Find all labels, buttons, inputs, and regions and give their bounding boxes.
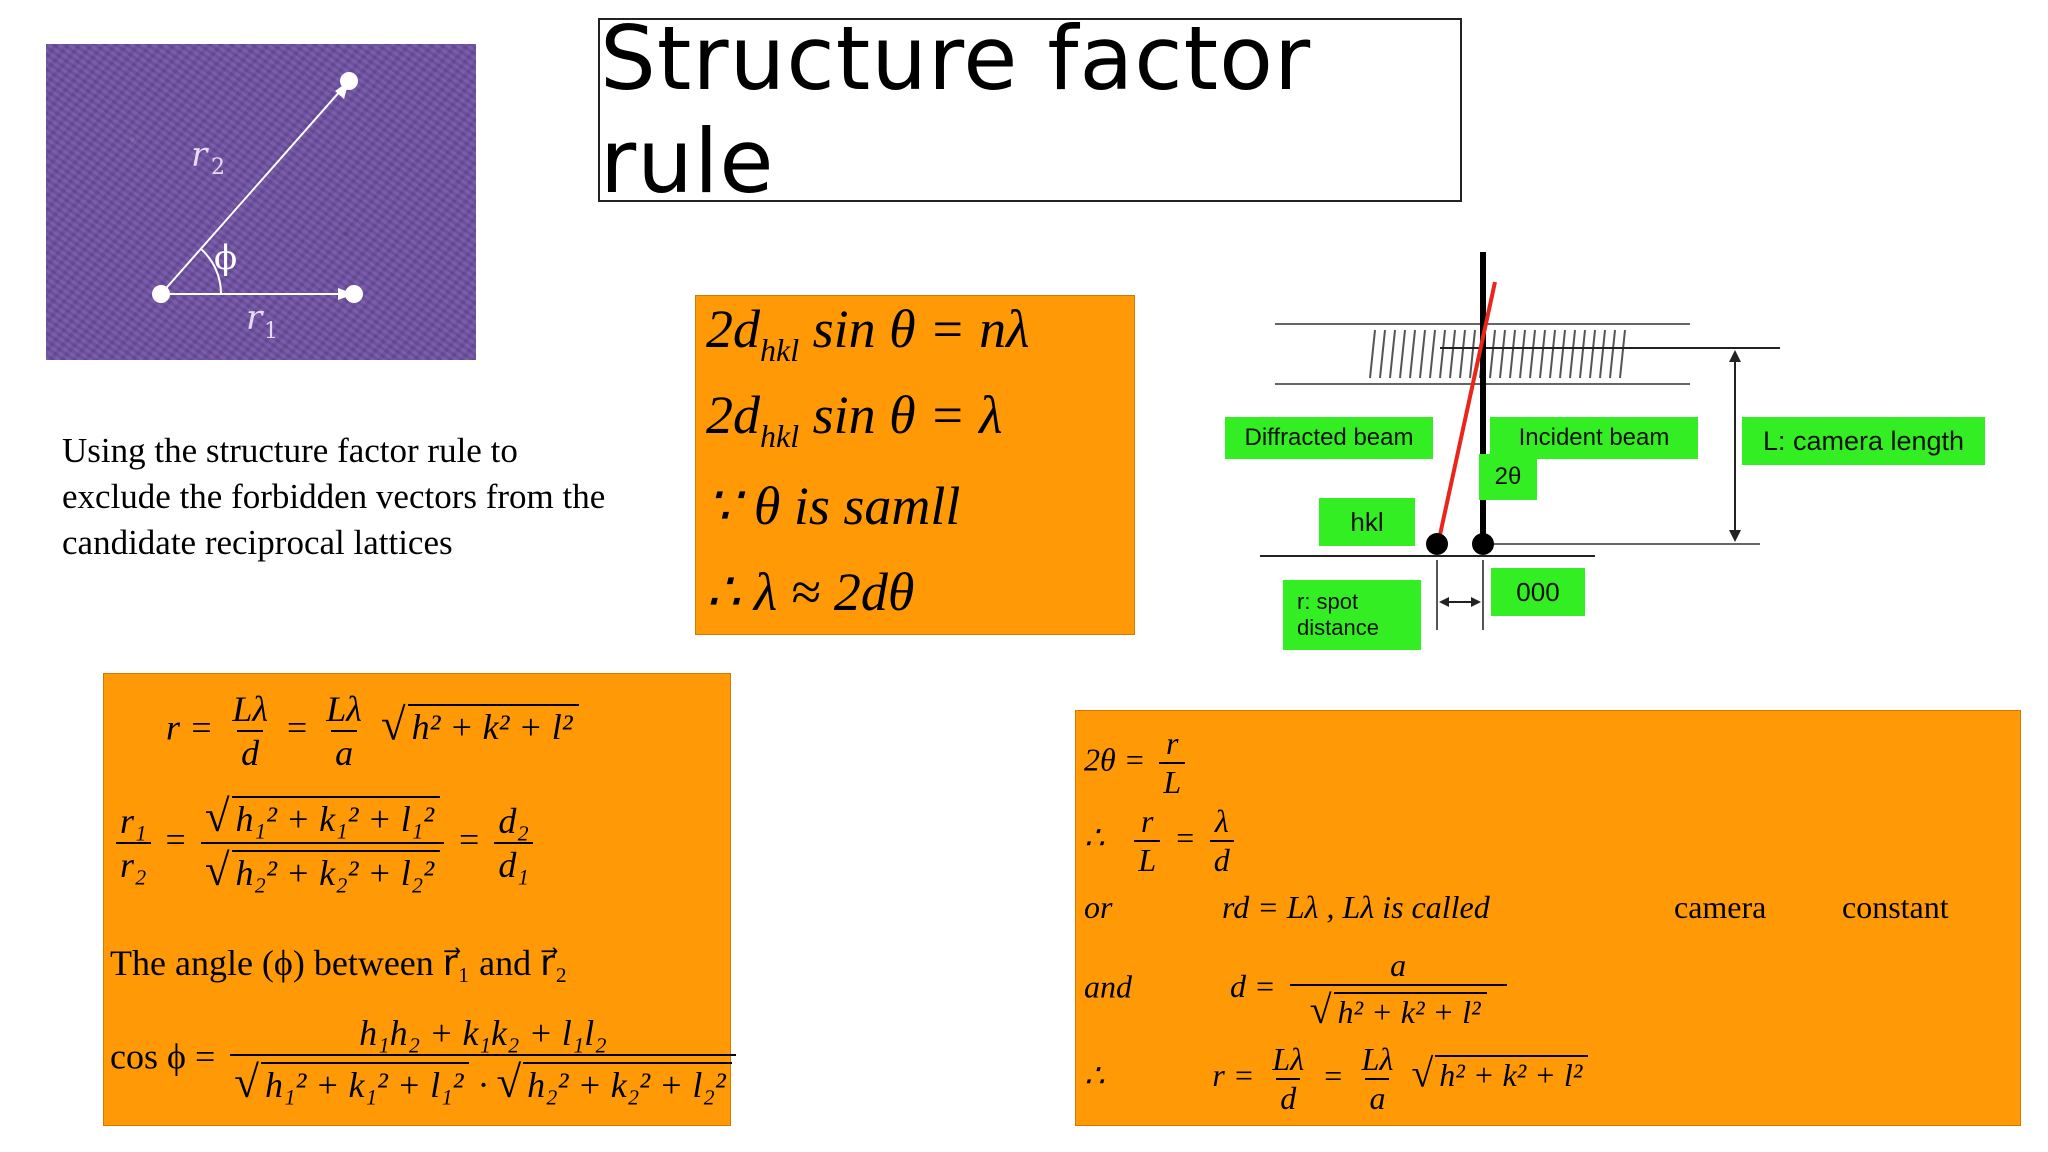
sqrt-symbol: √	[496, 1057, 522, 1107]
frac-a-sqrt: a √h² + k² + l²	[1289, 947, 1507, 1033]
spot-arrow-right	[1471, 597, 1481, 607]
bragg-line-4: ∴ λ ≈ 2dθ	[706, 562, 915, 622]
description-text: Using the structure factor rule to exclu…	[62, 431, 606, 562]
sqrt-symbol: √	[1411, 1050, 1434, 1096]
origin-point	[152, 285, 170, 303]
label-spot-distance: r: spot distance	[1283, 580, 1421, 650]
specimen-hatching	[1369, 329, 1626, 379]
camera-arrow-bottom	[1729, 530, 1741, 542]
vector-r2-line	[160, 80, 350, 295]
label-r2-sub: 2	[211, 155, 225, 180]
label-hkl: hkl	[1319, 498, 1415, 546]
label-incident-beam: Incident beam	[1490, 417, 1698, 459]
vector-angle-svg: ϕ r 2 r 1	[152, 72, 363, 344]
sqrt-symbol: √	[234, 1057, 259, 1107]
r2-end-point	[340, 72, 358, 90]
sqrt-symbol: √	[1309, 987, 1332, 1032]
diffraction-diagram: Diffracted beam Incident beam L: camera …	[1225, 250, 1985, 670]
sqrt-symbol: √	[204, 791, 230, 841]
spot-000	[1472, 533, 1494, 555]
frac-sqrt-ratio: √h₁² + k₁² + l₁² √h₂² + k₂² + l₂²	[200, 790, 445, 896]
frac-cos-phi: h₁h₂ + k₁k₂ + l₁l₂ √h₁² + k₁² + l₁² · √h…	[230, 1012, 736, 1108]
label-r1-sub: 1	[264, 319, 278, 344]
spot-arrow-left	[1439, 597, 1449, 607]
vector-angle-figure: ϕ r 2 r 1	[46, 44, 476, 360]
label-phi: ϕ	[214, 238, 237, 278]
bragg-line-1: 2dhkl sin θ = nλ	[706, 299, 1030, 368]
bragg-line-3: ∵ θ is samll	[706, 476, 961, 536]
bragg-law-box: 2dhkl sin θ = nλ 2dhkl sin θ = λ ∵ θ is …	[695, 295, 1135, 635]
diffracted-beam-line	[1436, 281, 1497, 545]
camera-arrow-top	[1729, 350, 1741, 362]
angle-arc	[200, 248, 223, 295]
camera-eq-4: and d = a √h² + k² + l²	[1084, 947, 1513, 1033]
sqrt-symbol: √	[204, 845, 230, 895]
label-r1: r	[246, 298, 264, 338]
label-origin-000: 000	[1491, 568, 1585, 616]
label-two-theta: 2θ	[1479, 454, 1537, 500]
diffraction-svg	[1260, 252, 1780, 630]
ratio-eq-4: cos ϕ = h₁h₂ + k₁k₂ + l₁l₂ √h₁² + k₁² + …	[110, 1012, 742, 1108]
r1-end-point	[345, 285, 363, 303]
label-r2: r	[191, 135, 209, 175]
ratio-eq-3: The angle (ϕ) between r⃗₁ and r⃗₂	[110, 943, 568, 983]
camera-eq-3: or rd = Lλ , Lλ is called camera constan…	[1084, 889, 1949, 925]
spot-hkl	[1426, 533, 1448, 555]
label-camera-length: L: camera length	[1742, 417, 1985, 465]
label-diffracted-beam: Diffracted beam	[1225, 417, 1433, 459]
bragg-line-2: 2dhkl sin θ = λ	[706, 385, 1003, 454]
sqrt-symbol: √	[380, 699, 406, 750]
equals-sign: =	[165, 819, 186, 860]
page-title: Structure factor rule	[600, 7, 1312, 213]
title-box: Structure factor rule	[598, 7, 1462, 213]
